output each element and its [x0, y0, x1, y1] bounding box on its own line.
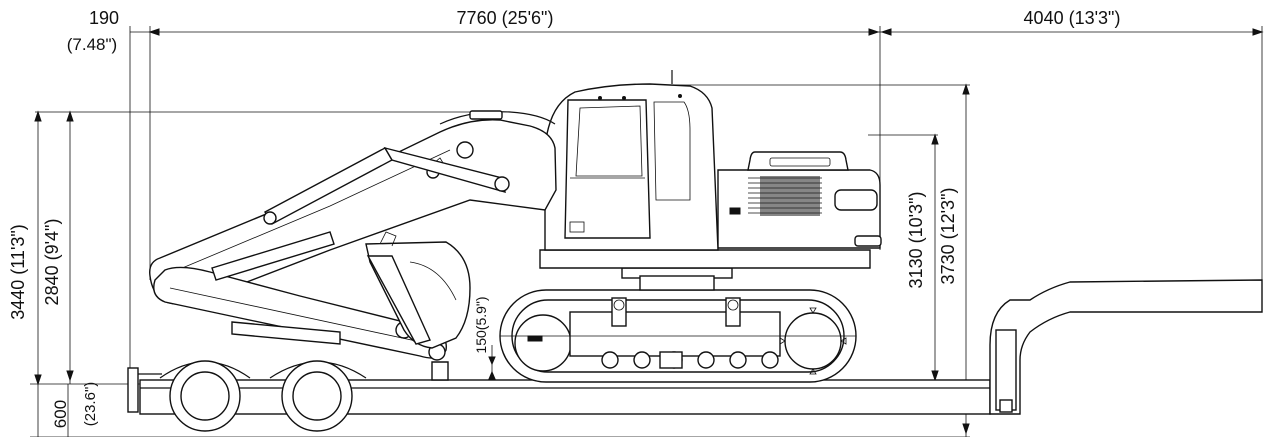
- overall-height-label: 3730 (12'3"): [938, 188, 958, 285]
- machine-length-label: 7760 (25'6"): [457, 8, 554, 28]
- crawler-track: [499, 289, 857, 383]
- excavator: [149, 70, 882, 383]
- cab: [544, 70, 719, 251]
- upper-frame: [539, 249, 871, 269]
- rear-gap-label: 4040 (13'3"): [1024, 8, 1121, 28]
- front-overhang-mm-label: 190: [89, 8, 119, 28]
- bucket: [365, 231, 471, 381]
- deck-height-mm-label: 600: [51, 400, 70, 428]
- trailer-wheels: [169, 360, 353, 432]
- deck-height-in-label: (23.6"): [82, 382, 99, 427]
- ground-clearance-label: 150(5.9"): [473, 296, 489, 353]
- cab-height-label: 3130 (10'3"): [906, 192, 926, 289]
- boom-cylinder: [263, 146, 510, 225]
- engine-housing: [717, 151, 882, 249]
- dimension-lines: [30, 26, 1264, 437]
- boom-height-label: 3440 (11'3"): [8, 224, 28, 320]
- front-overhang-in-label: (7.48"): [67, 35, 117, 54]
- stick-height-label: 2840 (9'4"): [42, 219, 62, 306]
